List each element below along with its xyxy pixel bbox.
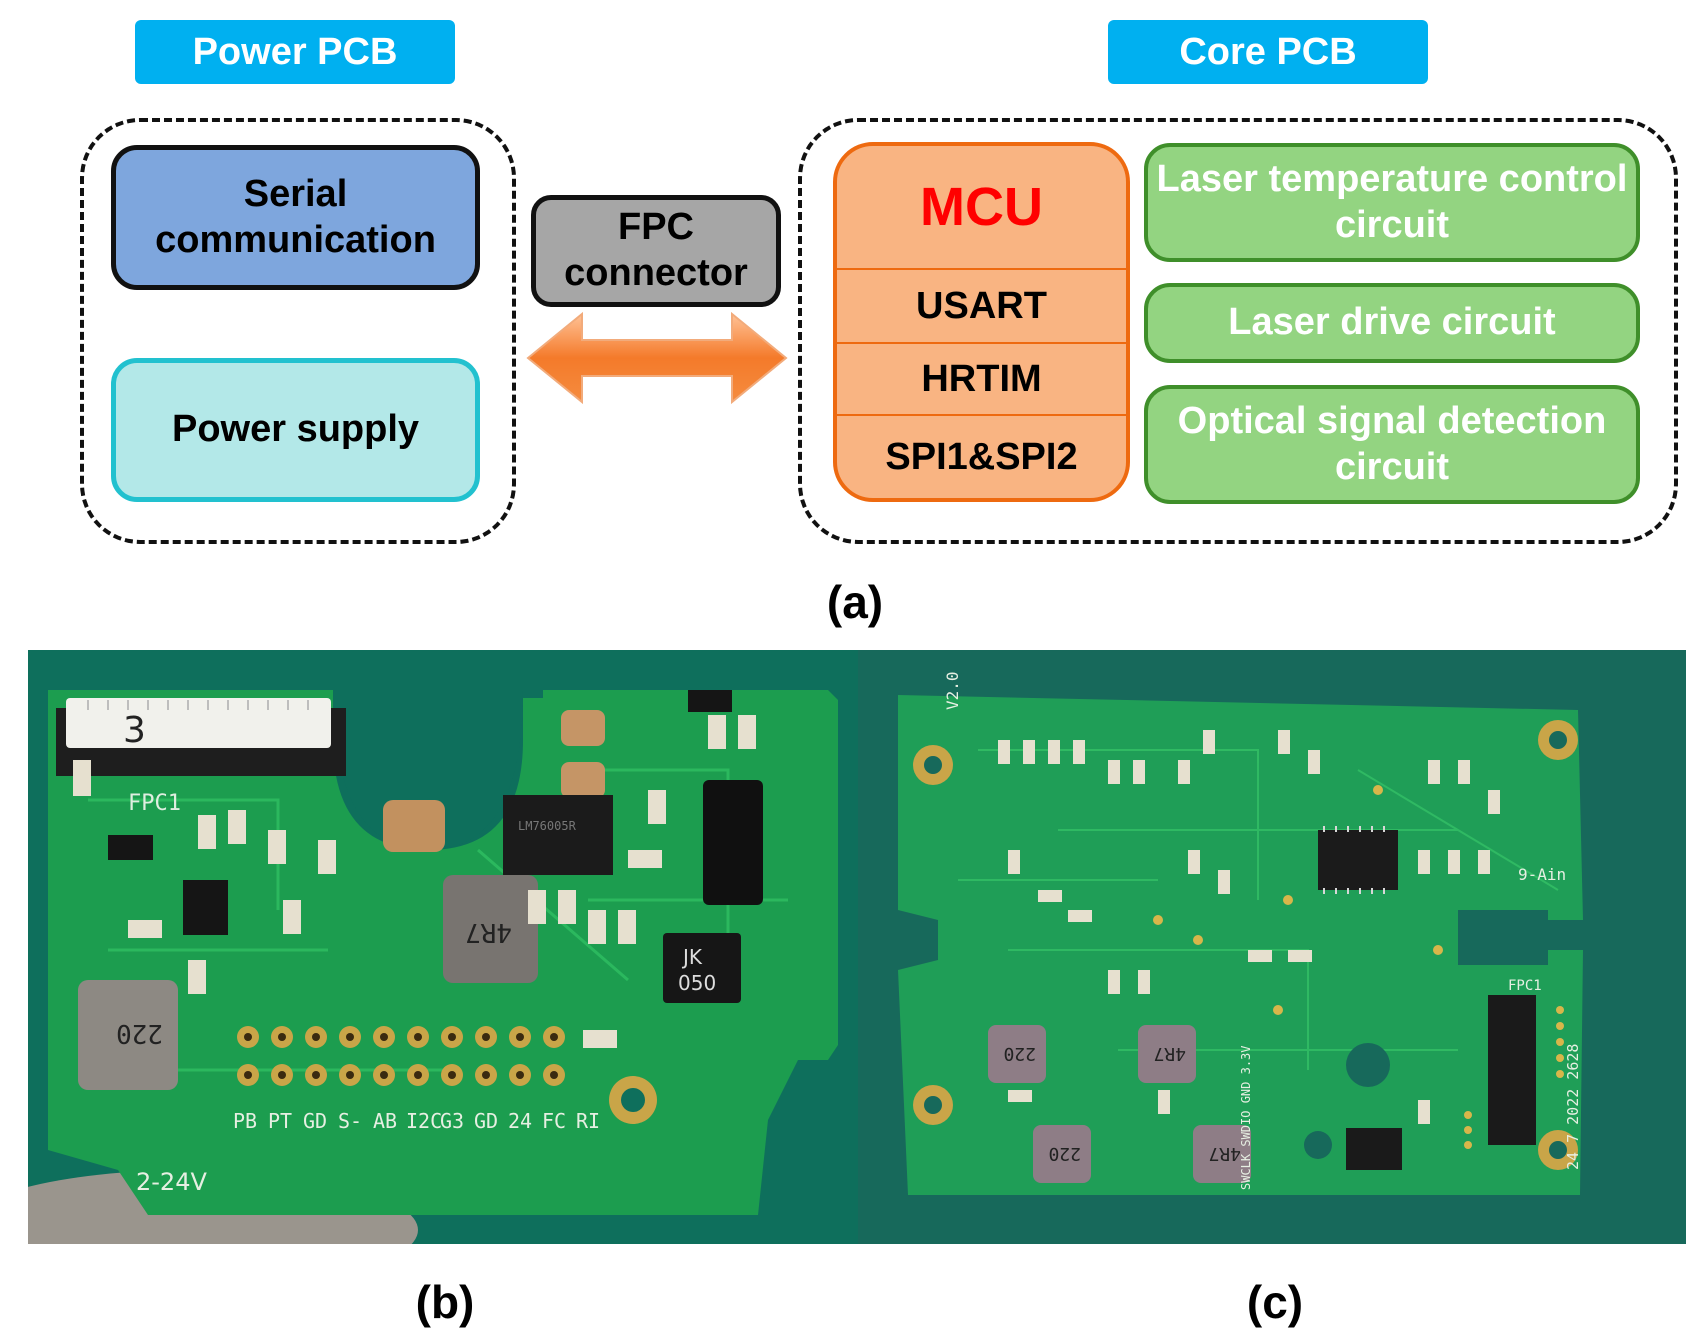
jk-code: 050	[678, 971, 716, 995]
revision-label: V2.0	[943, 671, 962, 710]
mcu-hrtim: HRTIM	[837, 342, 1126, 414]
fpc-connector-box: FPC connector	[531, 195, 781, 307]
swd-label: SWCLK SWDIO GND 3.3V	[1239, 1046, 1253, 1191]
panel-label-c: (c)	[1246, 1276, 1304, 1328]
ain-label: 9-Ain	[1518, 865, 1566, 884]
power-pcb-tag: Power PCB	[135, 20, 455, 84]
core-pcb-photo: 220 4R7 220 4R7	[858, 650, 1686, 1244]
optical-detection-box: Optical signal detection circuit	[1144, 385, 1640, 504]
date-label: 24 7 2022 2628	[1564, 1044, 1582, 1170]
panel-label-b: (b)	[415, 1276, 475, 1328]
pin-label: RI	[576, 1109, 600, 1133]
pin-label: AB	[373, 1109, 397, 1133]
laser-temperature-box: Laser temperature control circuit	[1144, 143, 1640, 262]
core-pcb-tag: Core PCB	[1108, 20, 1428, 84]
mcu-usart: USART	[837, 268, 1126, 342]
mcu-title: MCU	[920, 177, 1043, 237]
mcu-spi: SPI1&SPI2	[837, 414, 1126, 498]
panel-label-a: (a)	[826, 576, 884, 628]
power-pcb-group	[80, 118, 516, 544]
pin-label: S-	[338, 1109, 362, 1133]
pin-label: I2C	[406, 1109, 442, 1133]
inductor-220-label: 220	[116, 1018, 163, 1048]
pin-label: 24	[508, 1109, 532, 1133]
pin-label: GD	[474, 1109, 498, 1133]
core-inductor-c: 220	[1048, 1143, 1081, 1164]
core-pcb-group	[798, 118, 1678, 544]
power-pcb-photo: 3 FPC1 LM76005R 4R7 220 JK 050	[28, 650, 858, 1244]
jk-label: JK	[681, 945, 703, 969]
fpc-label: FPC1	[1508, 978, 1542, 994]
pin-label: G3	[440, 1109, 464, 1133]
regulator-ic-label: LM76005R	[518, 819, 577, 833]
core-inductor-b: 4R7	[1153, 1043, 1186, 1064]
pin-label: GD	[303, 1109, 327, 1133]
pin-label: FC	[542, 1109, 566, 1133]
pin-label: PT	[268, 1109, 292, 1133]
power-supply-box: Power supply	[111, 358, 480, 502]
mcu-block: MCU USART HRTIM SPI1&SPI2	[833, 142, 1130, 502]
bidirectional-arrow	[526, 311, 788, 405]
inductor-4r7-label: 4R7	[465, 917, 512, 947]
serial-communication-box: Serial communication	[111, 145, 480, 290]
pin-label: PB	[233, 1109, 257, 1133]
core-inductor-a: 220	[1003, 1043, 1036, 1064]
fpc1-label: FPC1	[128, 791, 181, 816]
laser-drive-box: Laser drive circuit	[1144, 283, 1640, 363]
connector-number: 3	[123, 710, 146, 751]
core-inductor-d: 4R7	[1208, 1143, 1241, 1164]
voltage-label: 2-24V	[136, 1168, 207, 1196]
